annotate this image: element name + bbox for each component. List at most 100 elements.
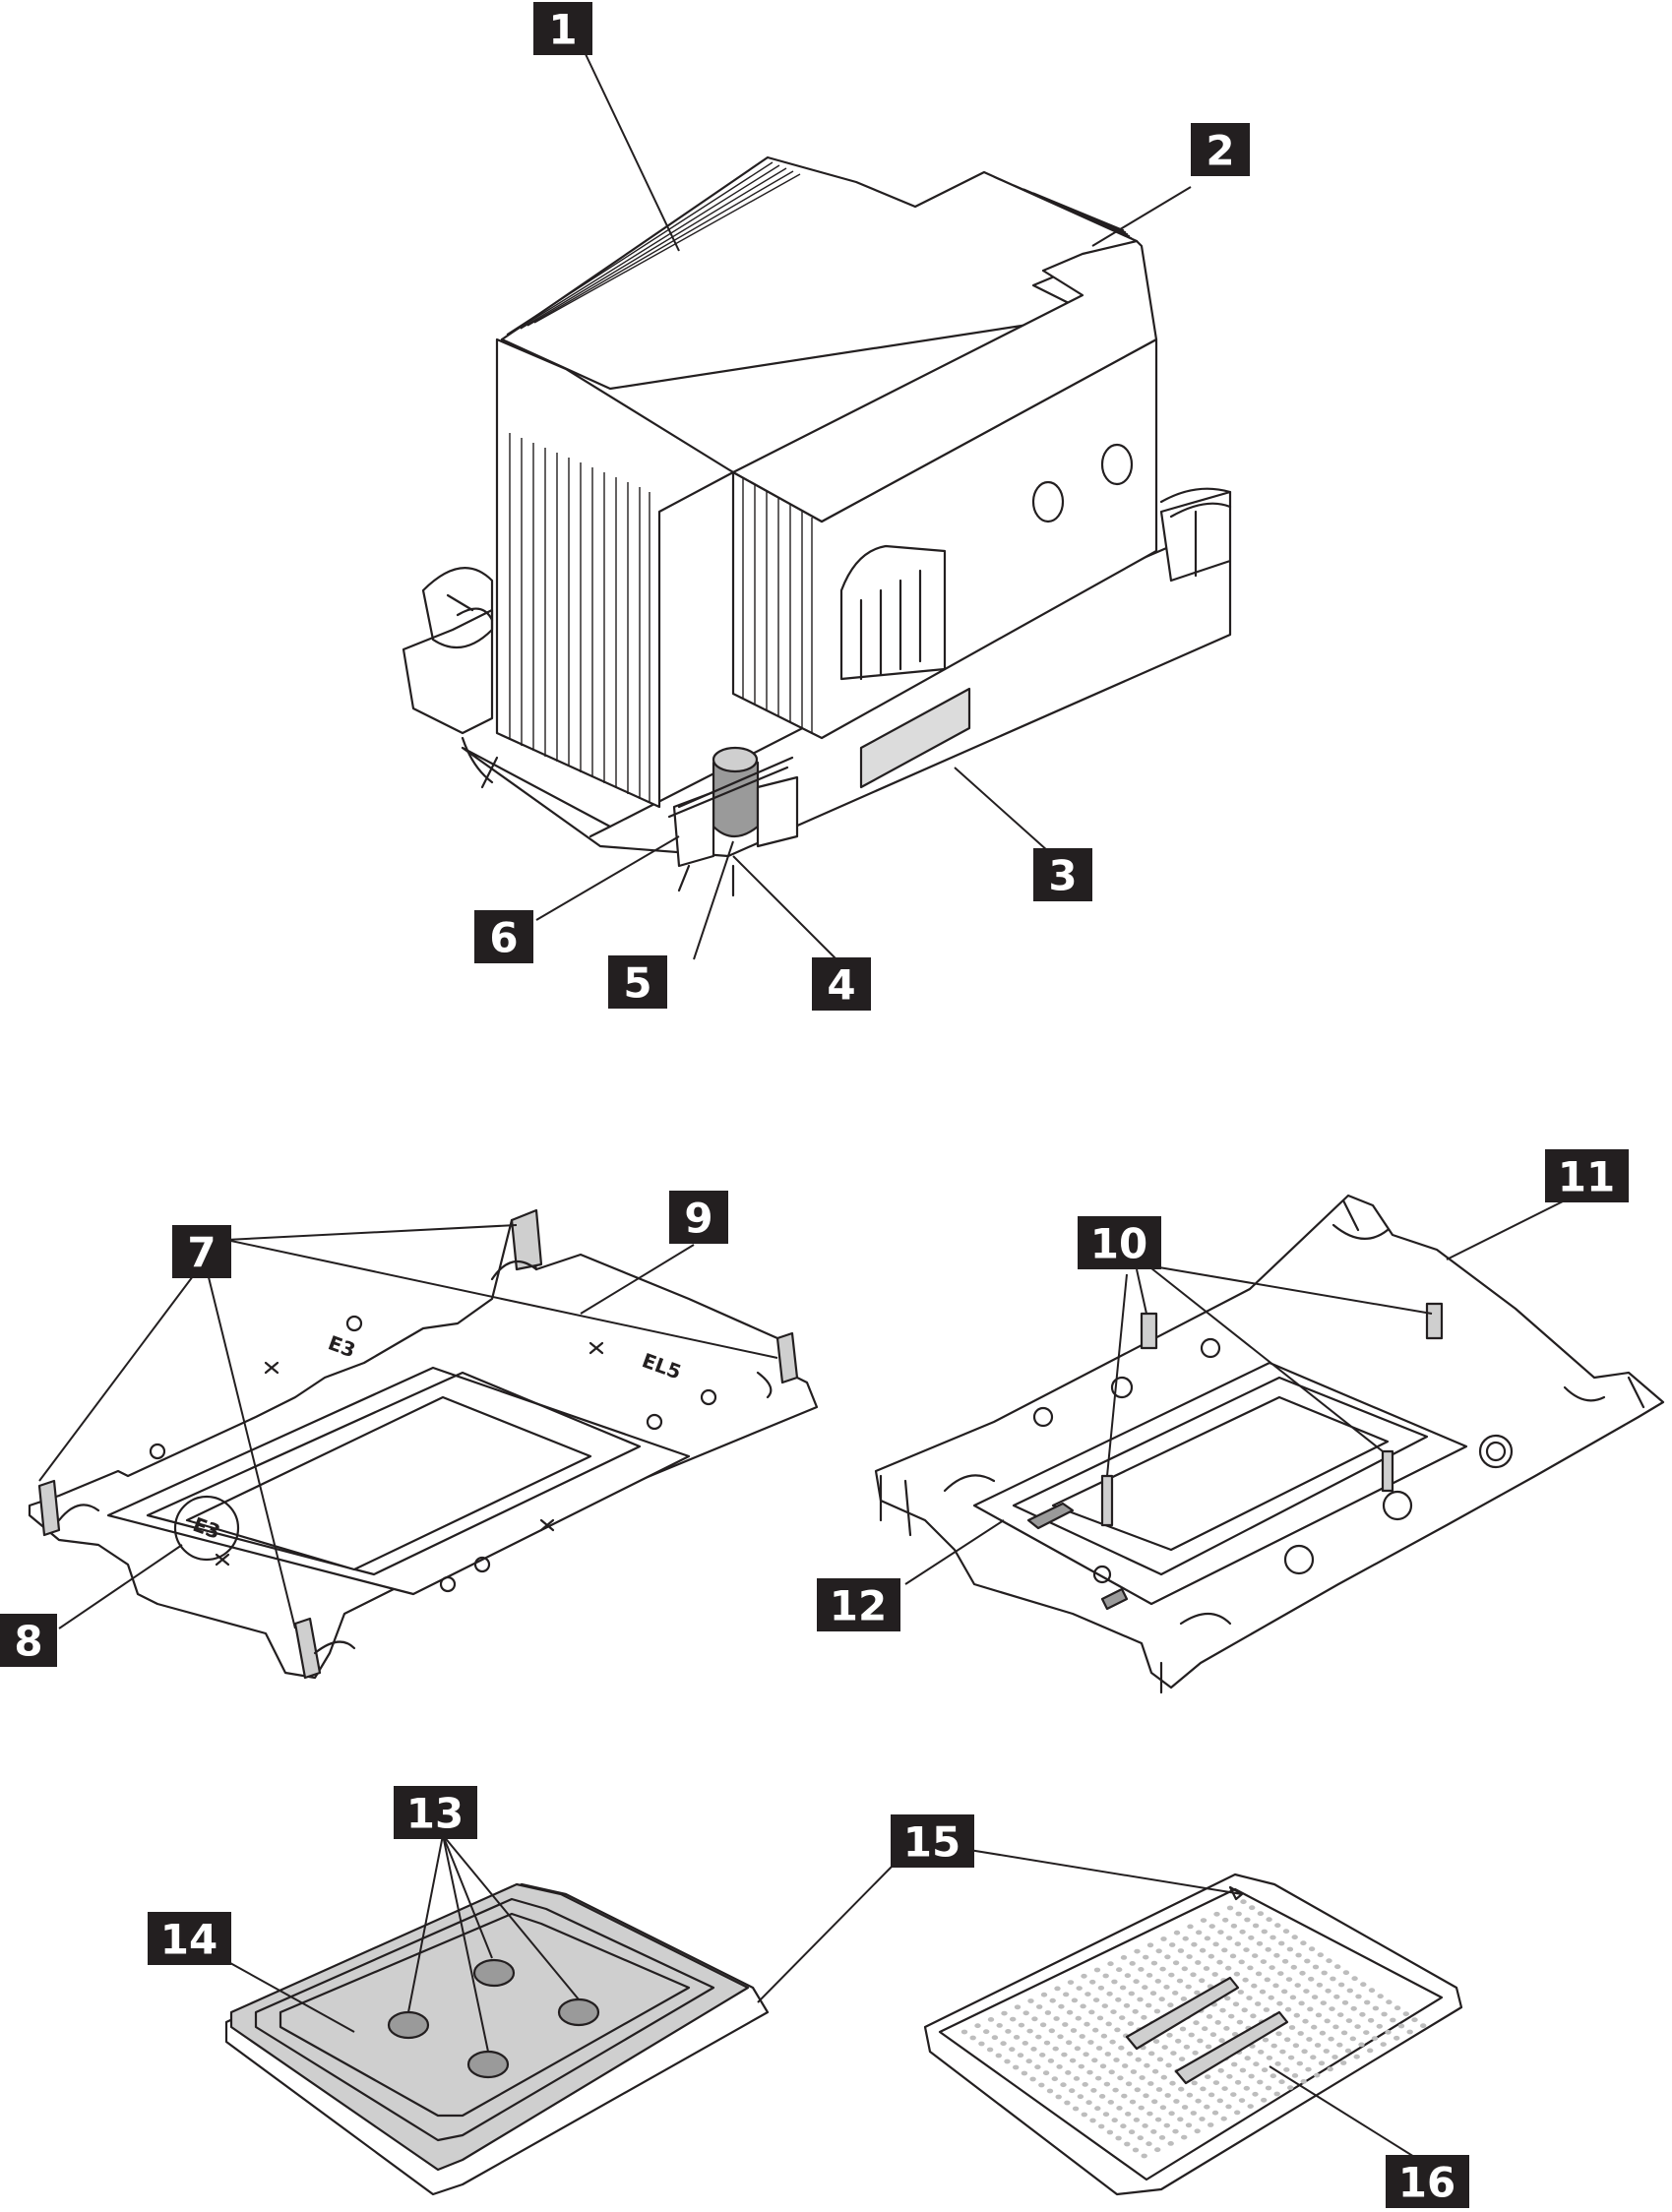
contact-pad xyxy=(1133,2118,1141,2122)
contact-pad xyxy=(1001,2010,1008,2016)
callout-label: 14 xyxy=(160,1916,217,1964)
contact-pad xyxy=(1067,1980,1075,1985)
contact-pad xyxy=(1103,2081,1111,2087)
contact-pad xyxy=(1269,1965,1275,1970)
contact-pad xyxy=(1358,2042,1365,2048)
contact-pad xyxy=(1332,2024,1339,2030)
contact-pad xyxy=(1046,2088,1054,2094)
callout-14: 14 xyxy=(148,1912,231,1965)
contact-pad xyxy=(1327,2066,1333,2072)
contact-pad xyxy=(1337,1982,1345,1988)
contact-pad xyxy=(1220,2116,1227,2121)
contact-pad xyxy=(1010,2016,1017,2022)
contact-pad xyxy=(1137,1997,1144,2002)
contact-pad xyxy=(1151,2099,1158,2105)
contact-pad xyxy=(1069,2088,1076,2094)
callout-label: 9 xyxy=(684,1195,712,1243)
contact-pad xyxy=(1122,2063,1129,2068)
contact-pad xyxy=(1057,2034,1064,2040)
contact-pad xyxy=(1138,1967,1145,1972)
contact-pad xyxy=(1239,2067,1247,2073)
contact-pad xyxy=(1208,1953,1215,1959)
contact-pad xyxy=(1018,2022,1025,2028)
contact-pad xyxy=(1193,2020,1200,2026)
contact-pad xyxy=(1270,2043,1277,2049)
contact-pad xyxy=(1406,2029,1413,2035)
contact-pad xyxy=(1236,2019,1244,2025)
contact-pad xyxy=(1116,2106,1123,2111)
callout-11: 11 xyxy=(1545,1149,1629,1202)
contact-pad xyxy=(1004,2058,1011,2064)
contact-pad xyxy=(1155,1948,1162,1954)
contact-pad xyxy=(1091,2058,1098,2063)
callout-16: 16 xyxy=(1386,2155,1469,2208)
contact-pad xyxy=(1159,2105,1167,2111)
contact-pad xyxy=(1350,2005,1357,2011)
contact-pad xyxy=(1194,1990,1201,1996)
contact-pad xyxy=(1150,2129,1157,2134)
contact-pad xyxy=(1346,1988,1354,1994)
contact-pad xyxy=(1104,2052,1112,2057)
contact-pad xyxy=(1325,1988,1331,1994)
contact-pad xyxy=(1278,2079,1285,2085)
callout-label: 8 xyxy=(14,1618,42,1666)
contact-pad xyxy=(1289,1995,1297,2000)
contact-pad xyxy=(1146,2002,1152,2008)
contact-pad xyxy=(1167,2141,1174,2146)
contact-pad xyxy=(1269,1935,1276,1940)
contact-pad xyxy=(1320,2000,1328,2005)
callout-label: 10 xyxy=(1090,1220,1147,1268)
contact-pad xyxy=(1097,1985,1105,1991)
contact-pad xyxy=(1027,1998,1034,2003)
contact-pad xyxy=(1354,2024,1361,2030)
contact-pad xyxy=(1181,2105,1189,2110)
contact-pad xyxy=(1154,2147,1161,2153)
contact-pad xyxy=(1258,2050,1265,2055)
contact-pad xyxy=(1142,1985,1148,1991)
contact-pad xyxy=(1138,2105,1145,2111)
contact-pad xyxy=(1285,1977,1293,1982)
contact-pad xyxy=(1148,2051,1155,2057)
contact-pad xyxy=(1120,2123,1127,2129)
contact-pad xyxy=(1291,2073,1299,2078)
contact-pad xyxy=(1172,1960,1180,1966)
contact-pad xyxy=(1213,1911,1220,1917)
contact-pad xyxy=(1264,1977,1271,1983)
callout-7: 7 xyxy=(172,1225,231,1278)
contact-pad xyxy=(1277,1971,1284,1976)
contact-pad xyxy=(1153,2008,1161,2014)
contact-pad xyxy=(1230,2092,1237,2098)
contact-pad xyxy=(1272,1983,1279,1989)
contact-pad xyxy=(1134,2087,1142,2093)
leader-lines xyxy=(38,53,1566,2166)
callout-2: 2 xyxy=(1191,123,1250,176)
contact-pad xyxy=(1199,2117,1206,2121)
contact-pad xyxy=(1216,1959,1223,1965)
contact-pad xyxy=(1385,2029,1392,2035)
contact-pad xyxy=(1161,2045,1168,2051)
contact-pad xyxy=(1223,2026,1230,2031)
contact-pad xyxy=(1296,2060,1304,2066)
contact-pad xyxy=(1351,1976,1358,1982)
contact-pad xyxy=(1334,1964,1341,1970)
contact-pad xyxy=(1074,2046,1082,2052)
contact-pad xyxy=(1124,1973,1132,1979)
contact-pad xyxy=(1359,2011,1366,2017)
callout-label: 15 xyxy=(903,1818,960,1867)
contact-pad xyxy=(1308,1976,1315,1982)
contact-pad xyxy=(1121,2093,1128,2099)
processor-carrier-left: E3 E3 EL5 xyxy=(28,1208,819,1680)
contact-pad xyxy=(1190,1972,1197,1978)
contact-pad xyxy=(1364,1999,1371,2005)
contact-pad xyxy=(1139,2075,1146,2080)
contact-pad xyxy=(1294,1983,1301,1988)
contact-pad xyxy=(1119,2015,1126,2021)
contact-pad xyxy=(1062,2022,1069,2027)
callout-label: 13 xyxy=(406,1790,464,1838)
contact-pad xyxy=(1279,2049,1286,2055)
contact-pad xyxy=(1147,2081,1154,2086)
contact-pad xyxy=(1072,2106,1080,2112)
contact-pad xyxy=(1170,2051,1177,2057)
contact-pad xyxy=(1102,1973,1109,1979)
callout-label: 6 xyxy=(489,914,518,962)
